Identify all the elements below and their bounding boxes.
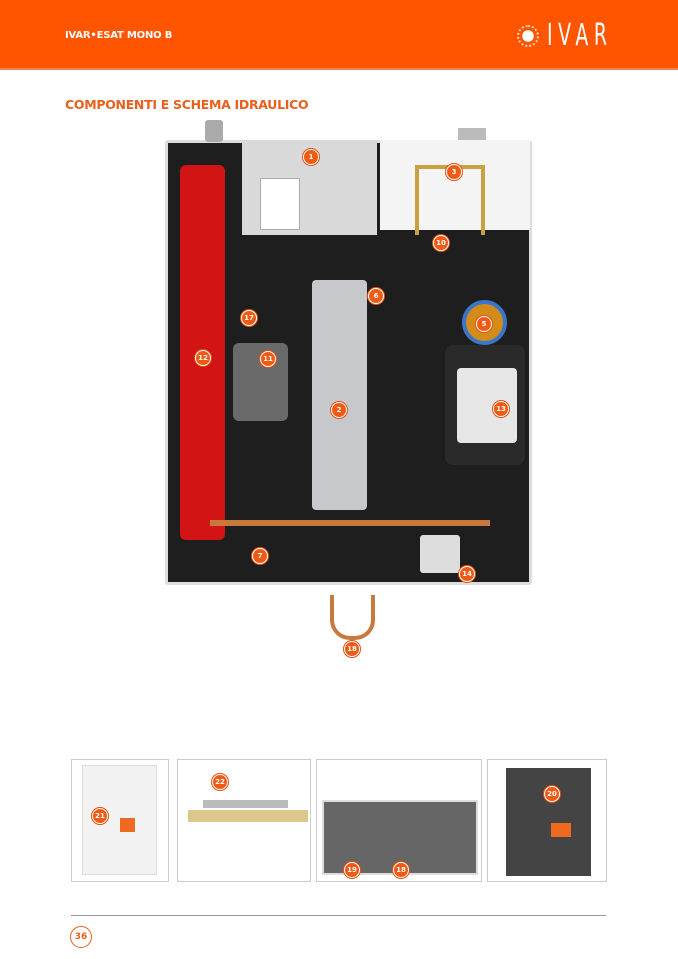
callout-marker: 13 [493,401,509,417]
callout-marker: 10 [433,235,449,251]
callout-marker: 3 [446,164,462,180]
callout-marker: 20 [544,786,560,802]
document-title: IVAR•ESAT MONO B [65,30,173,41]
callout-marker: 22 [212,774,228,790]
sun-globe-icon [517,24,539,47]
panel-dark-cover [487,759,607,882]
panel-bottom-connections [316,759,482,882]
callout-marker: 18 [344,641,360,657]
callout-marker: 7 [252,548,268,564]
callout-marker: 11 [260,351,276,367]
callout-marker: 21 [92,808,108,824]
callout-marker: 2 [331,402,347,418]
page-number: 36 [70,926,92,948]
panel-white-cover [71,759,169,882]
callout-marker: 1 [303,149,319,165]
callout-marker: 17 [241,310,257,326]
logo-text: IVAR [547,18,613,53]
panel-valve-kit [177,759,311,882]
header-bar: IVAR•ESAT MONO B IVAR [0,0,678,70]
callout-marker: 18 [393,862,409,878]
callout-marker: 14 [459,566,475,582]
footer-divider [71,915,606,916]
callout-marker: 6 [368,288,384,304]
callout-marker: 5 [476,316,492,332]
callout-marker: 19 [344,862,360,878]
section-title: COMPONENTI E SCHEMA IDRAULICO [65,97,309,112]
ivar-logo: IVAR [517,18,641,53]
callout-marker: 12 [195,350,211,366]
